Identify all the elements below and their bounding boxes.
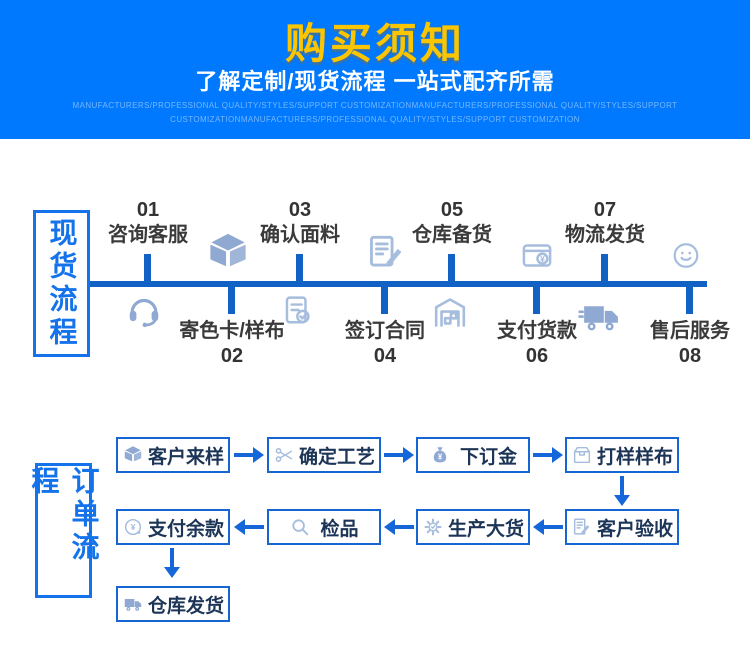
payment-card-icon: ¥ xyxy=(519,237,556,279)
flow-box-confirm-craft: 确定工艺 xyxy=(267,437,381,473)
flow-box-label: 客户验收 xyxy=(596,518,673,540)
timeline-tick-03 xyxy=(296,254,303,281)
stock-step-07: 07 物流发货 xyxy=(565,198,645,248)
header-tagline: MANUFACTURERS/PROFESSIONAL QUALITY/STYLE… xyxy=(0,99,750,127)
page-title: 购买须知 xyxy=(284,20,465,67)
arrow-left-icon xyxy=(234,519,264,535)
step-label: 支付货款 xyxy=(497,320,577,342)
flow-box-deposit: ¥ 下订金 xyxy=(416,437,530,473)
delivery-truck-icon xyxy=(577,294,624,344)
step-number: 02 xyxy=(220,345,244,367)
timeline-tick-02 xyxy=(228,287,235,314)
step-number: 04 xyxy=(373,345,397,367)
stock-step-02: 寄色卡/样布 02 xyxy=(179,318,285,368)
flow-box-label: 仓库发货 xyxy=(147,595,224,617)
inspect-doc-icon xyxy=(573,518,590,535)
flow-box-label: 支付余款 xyxy=(147,518,224,540)
timeline-tick-07 xyxy=(601,254,608,281)
flow-box-pay-balance: ¥ 支付余款 xyxy=(116,509,230,545)
flow-box-sample-fabric: 打样样布 xyxy=(565,437,679,473)
warehouse-icon xyxy=(431,293,470,337)
timeline-tick-06 xyxy=(533,287,540,314)
step-label: 售后服务 xyxy=(650,320,730,342)
flow-box-label: 下订金 xyxy=(459,446,517,468)
flow-box-label: 客户来样 xyxy=(147,446,224,468)
truck-icon xyxy=(124,598,142,611)
contract-pen-icon xyxy=(363,231,406,279)
timeline-tick-04 xyxy=(381,287,388,314)
arrow-right-icon xyxy=(384,447,414,463)
flow-box-label: 检品 xyxy=(320,518,359,540)
step-label: 签订合同 xyxy=(345,320,425,342)
gear-icon xyxy=(424,518,442,536)
arrow-down-icon xyxy=(614,476,630,506)
moneybag-icon: ¥ xyxy=(433,447,447,463)
stock-step-03: 03 确认面料 xyxy=(260,198,340,248)
step-number: 08 xyxy=(678,345,702,367)
flow-box-customer-acceptance: 客户验收 xyxy=(565,509,679,545)
step-label: 物流发货 xyxy=(565,224,645,246)
tagline-line-2: CUSTOMIZATIONMANUFACTURERS/PROFESSIONAL … xyxy=(170,115,580,124)
step-number: 03 xyxy=(288,199,312,221)
smiley-icon xyxy=(670,239,703,277)
yen-glyph: ¥ xyxy=(438,453,443,462)
checklist-icon xyxy=(279,293,316,335)
stock-step-06: 支付货款 06 xyxy=(497,318,577,368)
step-number: 05 xyxy=(440,199,464,221)
step-label: 确认面料 xyxy=(260,224,340,246)
flow-box-label: 确定工艺 xyxy=(298,446,375,468)
stock-flow-section-label: 现货流程 xyxy=(46,217,78,350)
flow-box-bulk-production: 生产大货 xyxy=(416,509,530,545)
stock-step-04: 签订合同 04 xyxy=(345,318,425,368)
stock-step-01: 01 咨询客服 xyxy=(108,198,188,248)
box-icon xyxy=(124,446,142,462)
step-label: 寄色卡/样布 xyxy=(179,320,285,342)
arrow-left-icon xyxy=(533,519,563,535)
order-flow-section-label: 订单流程 xyxy=(28,466,100,565)
timeline-line xyxy=(90,281,707,287)
yen-glyph: ¥ xyxy=(131,522,136,532)
arrow-right-icon xyxy=(234,447,264,463)
header-banner: 购买须知 了解定制/现货流程 一站式配齐所需 MANUFACTURERS/PRO… xyxy=(0,0,750,139)
yen-circle-icon: ¥ xyxy=(124,518,142,536)
tagline-line-1: MANUFACTURERS/PROFESSIONAL QUALITY/STYLE… xyxy=(72,101,678,110)
flow-box-inspection: 检品 xyxy=(267,509,381,545)
step-label: 仓库备货 xyxy=(412,224,492,246)
arrow-down-icon xyxy=(164,548,180,578)
step-number: 07 xyxy=(593,199,617,221)
arrow-right-icon xyxy=(533,447,563,463)
flow-box-warehouse-shipping: 仓库发货 xyxy=(116,586,230,622)
stock-flow-section-label-box: 现货流程 xyxy=(33,210,90,357)
open-box-icon xyxy=(205,229,252,281)
timeline-tick-05 xyxy=(448,254,455,281)
magnifier-icon xyxy=(292,519,309,536)
step-number: 01 xyxy=(136,199,160,221)
flow-box-customer-sample: 客户来样 xyxy=(116,437,230,473)
headset-icon xyxy=(125,291,163,334)
scissors-icon xyxy=(275,448,293,462)
stock-step-05: 05 仓库备货 xyxy=(412,198,492,248)
step-label: 咨询客服 xyxy=(108,224,188,246)
page-subtitle: 了解定制/现货流程 一站式配齐所需 xyxy=(195,69,555,94)
arrow-left-icon xyxy=(384,519,414,535)
fabric-sample-icon xyxy=(573,446,591,464)
timeline-tick-08 xyxy=(686,287,693,314)
stock-step-08: 售后服务 08 xyxy=(650,318,730,368)
order-flow-section-label-box: 订单流程 xyxy=(29,463,100,598)
flow-box-label: 打样样布 xyxy=(596,446,673,468)
flow-box-label: 生产大货 xyxy=(447,518,524,540)
step-number: 06 xyxy=(525,345,549,367)
yen-glyph: ¥ xyxy=(540,254,546,264)
timeline-tick-01 xyxy=(144,254,151,281)
